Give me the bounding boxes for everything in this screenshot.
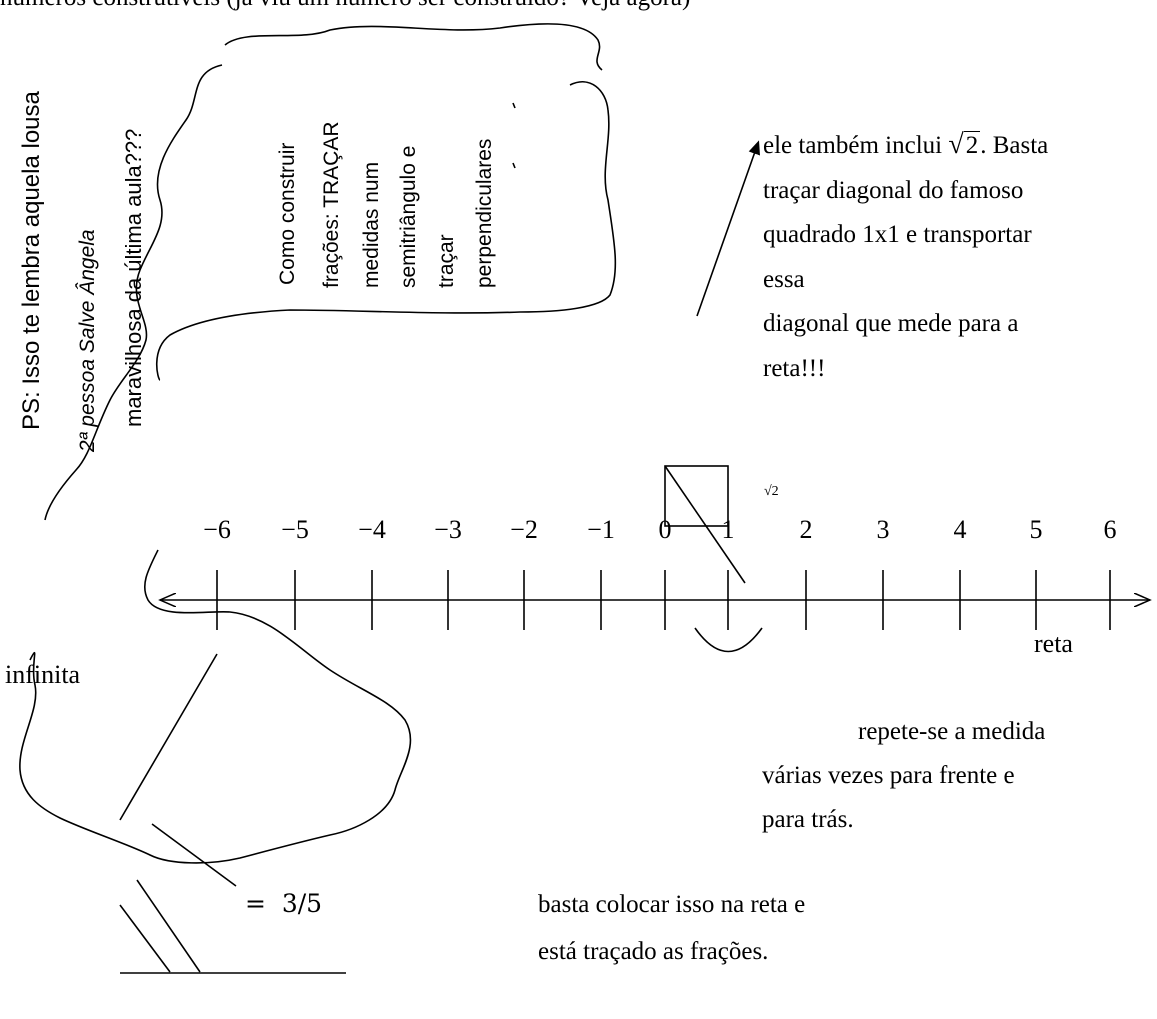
sqrt2-line-6: reta!!! [763, 347, 1048, 392]
sqrt2-line-1: ele também inclui √2. Basta [763, 123, 1048, 169]
cut-line-note: maravilhosa da última aula??? [121, 129, 147, 427]
tick-label: 6 [1104, 515, 1117, 545]
tick-label: 2 [800, 515, 813, 545]
fraction-stroke-2 [152, 824, 236, 886]
sqrt2-line-5: diagonal que mede para a [763, 302, 1048, 347]
fraction-stroke-3 [120, 905, 170, 972]
final-note-2: está traçado as frações. [538, 938, 768, 966]
tick-label: 0 [659, 515, 672, 545]
bubble-mark [513, 103, 515, 108]
unit-square [665, 466, 728, 526]
sqrt2-line-2: traçar diagonal do famoso [763, 169, 1048, 214]
bubble-line: frações: TRAÇAR [320, 122, 344, 289]
tick-label: −2 [510, 515, 538, 545]
sqrt2-line-4: essa [763, 258, 1048, 303]
sqrt2-line-3: quadrado 1x1 e transportar [763, 213, 1048, 258]
tick-label: −3 [434, 515, 462, 545]
final-note-1: basta colocar isso na reta e [538, 891, 805, 919]
fraction-stroke-4 [137, 880, 200, 972]
fraction-stroke-1 [120, 654, 217, 820]
sqrt2-explanation: ele também inclui √2. Basta traçar diago… [763, 123, 1048, 391]
bubble-line: perpendiculares [473, 139, 497, 288]
fraction-label: = 3/5 [245, 889, 322, 918]
second-person-note: 2ª pessoa Salve Ângela [76, 229, 100, 452]
ps-note: PS: Isso te lembra aquela lousa [18, 91, 46, 430]
reta-label: reta [1034, 629, 1073, 659]
bubble-line: semitriângulo e [397, 146, 421, 288]
repeat-note-2: várias vezes para frente e [762, 762, 1015, 790]
tick-label: 3 [877, 515, 890, 545]
tick-label: −6 [203, 515, 231, 545]
bubble-line: traçar [435, 234, 459, 288]
bubble-mark [513, 163, 515, 168]
pointer-arrow [697, 146, 757, 316]
repeat-note-1: repete-se a medida [858, 718, 1045, 746]
infinita-label: infinita [5, 660, 80, 690]
transport-arc [695, 628, 762, 652]
tick-label: −1 [587, 515, 615, 545]
tick-label: 4 [954, 515, 967, 545]
tick-label: −5 [281, 515, 309, 545]
sqrt-symbol: √ [948, 129, 963, 160]
repeat-note-3: para trás. [762, 806, 854, 834]
tick-label: 5 [1030, 515, 1043, 545]
tick-label: 1 [722, 515, 735, 545]
tick-label: −4 [358, 515, 386, 545]
small-sqrt2-label: √2 [764, 484, 779, 498]
bubble-line: Como construir [276, 143, 300, 285]
sqrt-radicand: 2 [964, 131, 981, 159]
lower-bubble [20, 550, 411, 863]
bubble-line: medidas num [360, 162, 384, 288]
